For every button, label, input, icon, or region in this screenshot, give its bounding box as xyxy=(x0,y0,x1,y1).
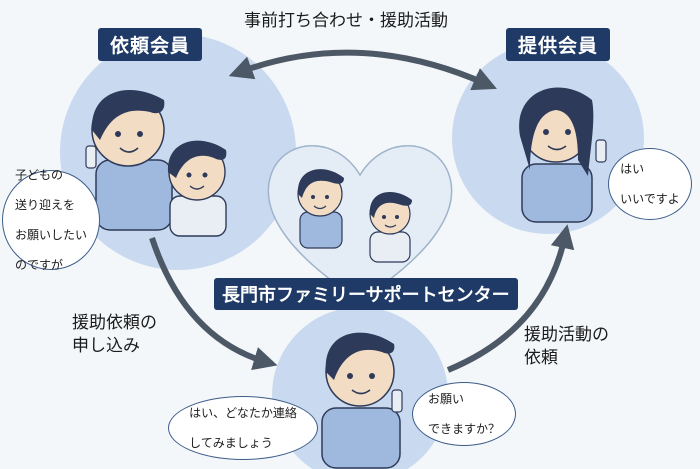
provider-speech-bubble: はい いいですよ xyxy=(608,148,692,220)
flow-right-text: 援助活動の 依頼 xyxy=(524,324,609,370)
heart-child-right-figure xyxy=(369,191,412,263)
requester-bubble-line4: のですが xyxy=(14,257,63,272)
requester-child-figure xyxy=(167,140,227,237)
phone-icon xyxy=(85,145,97,169)
center-right-speech-bubble: お願い できますか？ xyxy=(412,382,516,446)
provider-figure xyxy=(519,87,594,223)
top-arrow xyxy=(228,49,497,91)
requester-bubble-line2: 送り迎えを xyxy=(14,197,75,212)
requester-speech-bubble: 子どもの 送り迎えを お願いしたい のですが xyxy=(2,167,100,272)
center-right-bubble-line2: できますか？ xyxy=(427,421,500,436)
right-arrow xyxy=(446,224,575,373)
flow-left-text: 援助依頼の 申し込み xyxy=(72,312,157,358)
phone-icon xyxy=(391,389,403,413)
center-left-bubble-line2: してみましょう xyxy=(189,435,273,450)
center-right-bubble-line1: お願い xyxy=(427,391,464,406)
flow-left-line1: 援助依頼の xyxy=(72,313,157,333)
phone-icon xyxy=(595,139,607,163)
heart-child-left-figure xyxy=(297,169,344,249)
center-left-speech-bubble: はい、どなたか連絡 してみましょう xyxy=(168,396,318,460)
flow-top-text: 事前打ち合わせ・援助活動 xyxy=(244,11,448,31)
requester-bubble-line1: 子どもの xyxy=(14,167,63,182)
center-staff-figure xyxy=(321,332,401,469)
center-left-bubble-line1: はい、どなたか連絡 xyxy=(189,405,297,420)
left-arrow xyxy=(149,237,278,371)
flow-right-line1: 援助活動の xyxy=(524,325,609,345)
requester-bubble-line3: お願いしたい xyxy=(14,227,87,242)
flow-left-line2: 申し込み xyxy=(72,336,140,356)
requester-parent-figure xyxy=(91,90,173,231)
heart-icon xyxy=(267,145,453,301)
provider-bubble-line2: いいですよ xyxy=(620,191,680,206)
provider-bubble-line1: はい xyxy=(620,161,645,176)
center-label: 長門市ファミリーサポートセンター xyxy=(214,278,518,310)
requester-label: 依頼会員 xyxy=(98,28,203,61)
provider-label: 提供会員 xyxy=(506,28,611,61)
flow-right-line2: 依頼 xyxy=(524,348,558,368)
